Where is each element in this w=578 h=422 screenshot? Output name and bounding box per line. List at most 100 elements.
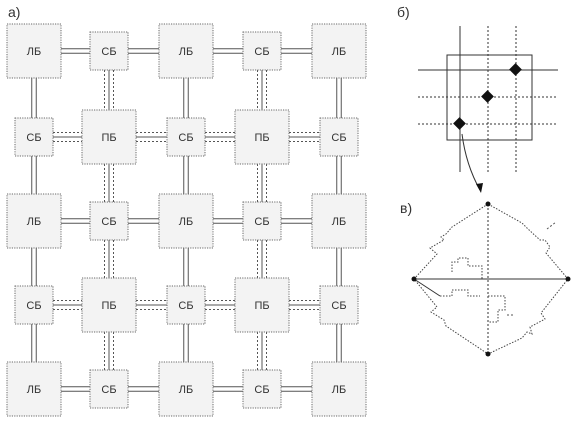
horizontal-link: [61, 386, 90, 392]
panel-label-c: в): [400, 200, 412, 216]
vertical-link: [257, 240, 267, 278]
horizontal-link: [128, 218, 159, 224]
block-label: СБ: [254, 384, 269, 396]
programmable-block: ПБ: [81, 109, 137, 165]
programmable-block: ПБ: [81, 277, 137, 333]
block-label: СБ: [101, 46, 116, 58]
block-label: СБ: [101, 216, 116, 228]
horizontal-link: [289, 132, 320, 142]
block-label: СБ: [331, 300, 346, 312]
programmable-block: ПБ: [234, 277, 290, 333]
vertical-link: [257, 70, 267, 110]
switch-point: [481, 90, 494, 103]
block-label: ПБ: [254, 300, 269, 312]
switch-matrix: [418, 26, 558, 193]
vertical-link: [31, 156, 37, 194]
horizontal-link: [205, 132, 235, 142]
block-label: СБ: [254, 46, 269, 58]
block-label: СБ: [331, 132, 346, 144]
horizontal-link: [53, 132, 82, 142]
programmable-block: ПБ: [234, 109, 290, 165]
block-label: СБ: [26, 132, 41, 144]
switch-point: [453, 117, 466, 130]
block-label: ЛБ: [179, 384, 193, 396]
horizontal-link: [213, 386, 243, 392]
horizontal-link: [128, 386, 159, 392]
horizontal-link: [281, 386, 312, 392]
logic-block: ЛБ: [6, 193, 62, 249]
horizontal-link: [53, 300, 82, 310]
logic-block: ЛБ: [6, 23, 62, 79]
logic-block: ЛБ: [311, 23, 367, 79]
vertical-link: [336, 78, 342, 118]
switch-block: СБ: [319, 117, 359, 157]
block-label: СБ: [178, 300, 193, 312]
node-terminal: [485, 201, 491, 207]
vertical-link: [257, 164, 267, 202]
vertical-link: [336, 324, 342, 362]
horizontal-link: [213, 48, 243, 54]
block-label: ЛБ: [179, 216, 193, 228]
vertical-link: [104, 70, 114, 110]
block-label: ЛБ: [27, 46, 41, 58]
switch-block: СБ: [242, 201, 282, 241]
vertical-link: [183, 324, 189, 362]
switch-block: СБ: [242, 31, 282, 71]
horizontal-link: [281, 48, 312, 54]
block-label: СБ: [101, 384, 116, 396]
horizontal-link: [136, 132, 167, 142]
logic-block: ЛБ: [158, 361, 214, 417]
horizontal-link: [205, 300, 235, 310]
block-label: СБ: [178, 132, 193, 144]
zoom-arrow: [461, 133, 481, 191]
zoom-arrow-head: [476, 183, 483, 193]
block-label: ЛБ: [332, 384, 346, 396]
block-label: ПБ: [101, 132, 116, 144]
node-terminal: [411, 276, 417, 282]
block-label: ПБ: [254, 132, 269, 144]
block-label: СБ: [26, 300, 41, 312]
horizontal-link: [289, 300, 320, 310]
logic-block: ЛБ: [158, 23, 214, 79]
vertical-link: [31, 324, 37, 362]
horizontal-link: [61, 218, 90, 224]
block-label: ЛБ: [27, 216, 41, 228]
block-label: ЛБ: [179, 46, 193, 58]
switch-node-detail: [411, 201, 571, 357]
logic-block: ЛБ: [6, 361, 62, 417]
node-terminal: [565, 276, 571, 282]
block-grid: ЛБ СБ ЛБ СБ ЛБ СБ ПБ СБ ПБ СБ ЛБ СБ ЛБ СБ ЛБ СБ ПБ СБ ПБ СБ…: [6, 23, 367, 417]
horizontal-link: [136, 300, 167, 310]
switch-block: СБ: [166, 285, 206, 325]
vertical-link: [104, 240, 114, 278]
switch-block: СБ: [89, 369, 129, 409]
block-label: ПБ: [101, 300, 116, 312]
switch-node-outline: [413, 203, 569, 355]
horizontal-link: [213, 218, 243, 224]
block-label: ЛБ: [27, 384, 41, 396]
switch-block: СБ: [14, 285, 54, 325]
block-label: ЛБ: [332, 216, 346, 228]
vertical-link: [336, 156, 342, 194]
vertical-link: [104, 332, 114, 370]
vertical-link: [31, 248, 37, 286]
vertical-link: [257, 332, 267, 370]
switch-block: СБ: [319, 285, 359, 325]
logic-block: ЛБ: [158, 193, 214, 249]
vertical-link: [183, 248, 189, 286]
vertical-link: [183, 78, 189, 118]
switch-block: СБ: [89, 201, 129, 241]
node-terminal: [485, 351, 491, 357]
switch-block: СБ: [166, 117, 206, 157]
horizontal-link: [61, 48, 90, 54]
vertical-link: [31, 78, 37, 118]
logic-block: ЛБ: [311, 193, 367, 249]
panel-label-a: а): [8, 4, 20, 20]
block-label: ЛБ: [332, 46, 346, 58]
vertical-link: [336, 248, 342, 286]
horizontal-link: [128, 48, 159, 54]
block-label: СБ: [254, 216, 269, 228]
switch-point: [509, 63, 522, 76]
switch-block: СБ: [242, 369, 282, 409]
